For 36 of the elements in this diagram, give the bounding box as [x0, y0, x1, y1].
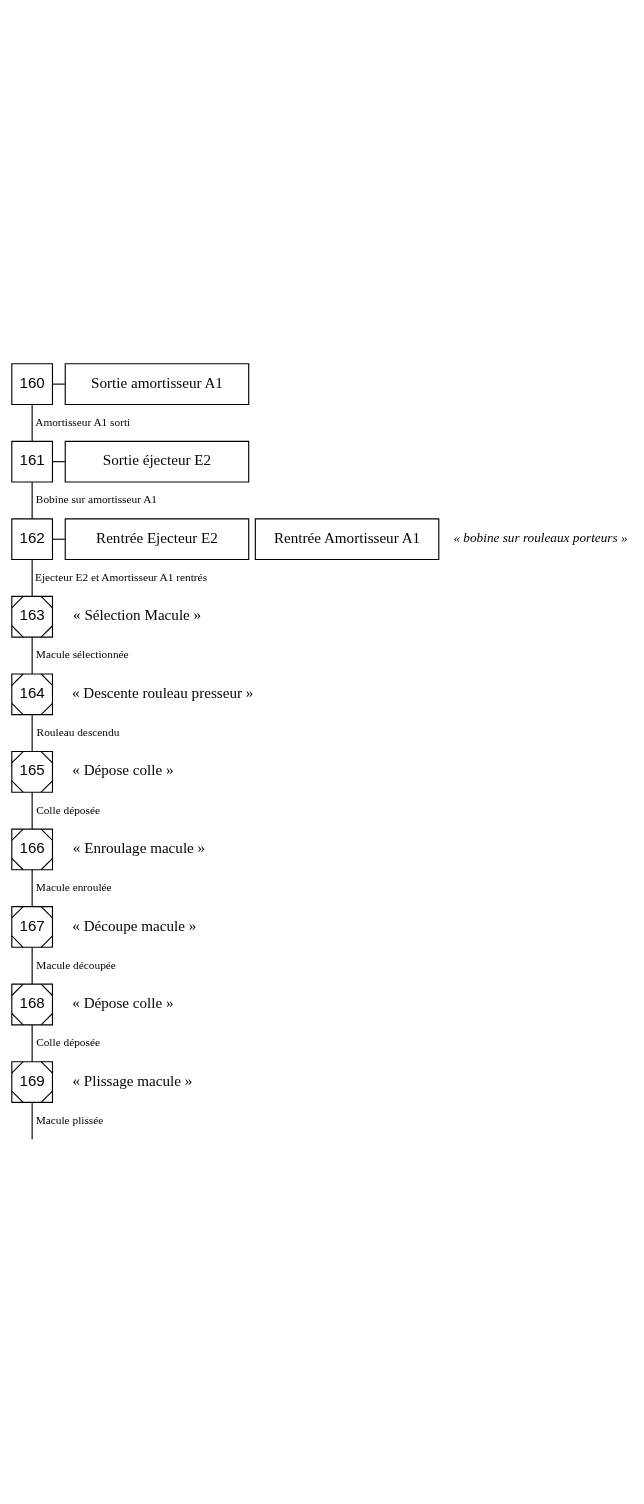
edge-label: Macule sélectionnée — [35, 648, 129, 661]
edge-label: Colle déposée — [36, 803, 101, 816]
connector — [31, 791, 33, 830]
edge-label: Macule plissée — [35, 1113, 104, 1126]
node-label: « Sélection Macule » — [73, 607, 202, 624]
node-box: Sortie éjecteur E2 — [64, 440, 250, 483]
edge-label: Macule découpée — [36, 958, 116, 971]
connector — [31, 1102, 33, 1140]
node-label: « Découpe macule » — [72, 917, 197, 934]
connector — [31, 714, 33, 753]
edge-label: Bobine sur amortisseur A1 — [35, 493, 158, 506]
node-label: « Enroulage macule » — [72, 840, 206, 856]
node-box: 162 — [11, 518, 54, 561]
node-label: « Plissage macule » — [72, 1072, 193, 1089]
node-box: 161 — [11, 440, 54, 483]
node-box: Rentrée Amortisseur A1 — [254, 518, 440, 561]
node-label: « Dépose colle » — [72, 995, 174, 1012]
edge-label: Amortisseur A1 sorti — [35, 415, 131, 428]
node-box: 160 — [11, 363, 54, 405]
connector — [31, 1024, 33, 1063]
connector — [31, 636, 33, 675]
connector — [31, 869, 33, 908]
edge-label: Colle déposée — [36, 1036, 101, 1049]
connector — [31, 403, 33, 442]
node-label: « Descente rouleau presseur » — [71, 684, 254, 701]
edge-label: Rouleau descendu — [36, 726, 120, 739]
node-box: Rentrée Ejecteur E2 — [64, 518, 250, 561]
connector — [52, 383, 66, 385]
label: « bobine sur rouleaux porteurs » — [453, 529, 628, 545]
edge-label: Ejecteur E2 et Amortisseur A1 rentrés — [34, 570, 208, 583]
connector — [31, 946, 33, 985]
connector — [31, 481, 33, 520]
edge-label: Macule enroulée — [35, 881, 112, 894]
connector — [31, 559, 33, 597]
node-label: « Dépose colle » — [72, 762, 174, 779]
node-box: Sortie amortisseur A1 — [64, 363, 250, 405]
